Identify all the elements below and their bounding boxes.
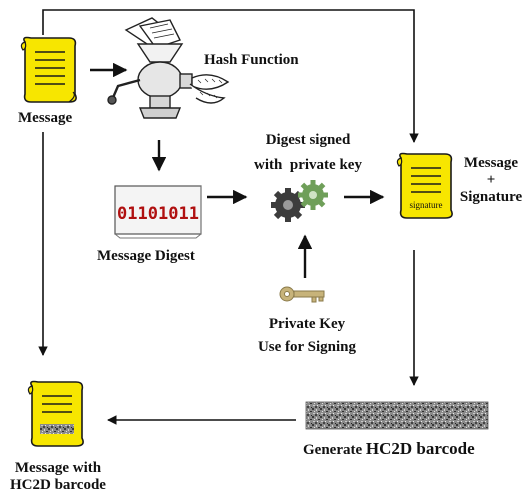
arrow-message-to-signed bbox=[42, 9, 419, 143]
message-digest-label: Message Digest bbox=[97, 248, 195, 264]
digest-signed-line1: Digest signed bbox=[265, 132, 351, 148]
message-with-barcode-label: Message with HC2D barcode bbox=[2, 460, 114, 494]
digest-signed-label: Digest signed with private key bbox=[233, 132, 383, 174]
private-key-line1: Private Key bbox=[268, 316, 346, 332]
message-signature-line3: Signature bbox=[459, 189, 523, 205]
message-signature-line1: Message bbox=[463, 155, 519, 171]
private-key-line2: Use for Signing bbox=[257, 339, 357, 355]
message-signature-line2: + bbox=[486, 172, 496, 188]
signed-scroll-icon: signature bbox=[396, 152, 453, 219]
barcode-icon bbox=[305, 401, 489, 430]
message-with-barcode-line1: Message with bbox=[14, 460, 102, 476]
message-with-barcode-line2: HC2D barcode bbox=[10, 477, 106, 493]
key-icon bbox=[279, 286, 325, 303]
private-key-label: Private Key Use for Signing bbox=[245, 316, 369, 356]
hash-function-label: Hash Function bbox=[204, 52, 299, 68]
generate-barcode-prefix: Generate bbox=[303, 442, 363, 458]
generate-barcode-rest: HC2D barcode bbox=[365, 439, 475, 458]
document-scroll-icon bbox=[20, 36, 77, 103]
digest-bits: 01101011 bbox=[117, 204, 199, 224]
connectors bbox=[38, 9, 419, 425]
message-signature-label: Message + Signature bbox=[454, 155, 528, 206]
signature-tag: signature bbox=[410, 200, 443, 210]
meat-grinder-icon bbox=[107, 17, 230, 119]
generate-barcode-label: Generate HC2D barcode bbox=[303, 440, 475, 459]
digest-signed-line2: with private key bbox=[254, 157, 362, 173]
digest-document-icon: 01101011 bbox=[114, 185, 202, 239]
barcode-scroll-icon bbox=[27, 380, 84, 447]
gears-icon bbox=[271, 180, 328, 222]
message-label: Message bbox=[18, 110, 73, 126]
